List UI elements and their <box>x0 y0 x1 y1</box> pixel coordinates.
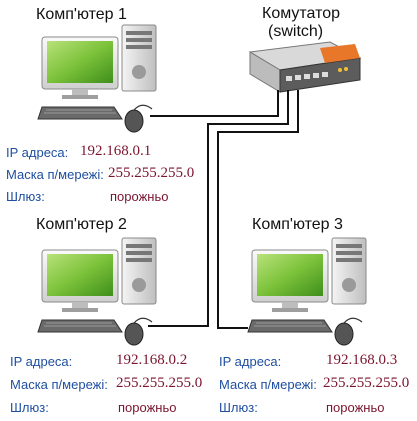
computer-1-gateway-value: порожньо <box>110 189 169 204</box>
computer-1-ip-label: IP адреса: <box>6 145 69 160</box>
computer-1-gateway-label: Шлюз: <box>6 189 45 204</box>
computer-3-gateway-value: порожньо <box>326 400 385 415</box>
computer-3-mask-value: 255.255.255.0 <box>323 375 410 391</box>
computer-2-gateway-value: порожньо <box>118 400 177 415</box>
switch-subtitle: (switch) <box>268 23 324 40</box>
computer-2-icon <box>37 237 157 346</box>
computer-1-icon <box>37 24 157 133</box>
computer-2-ip-value: 192.168.0.2 <box>116 352 188 368</box>
computer-3-gateway-label: Шлюз: <box>219 400 258 415</box>
switch-title: Комутатор <box>262 5 341 22</box>
computer-1-mask-label: Маска п/мережі: <box>6 167 104 182</box>
computer-3-title: Комп'ютер 3 <box>252 216 343 233</box>
cable-computer-2 <box>148 90 289 327</box>
computer-3-ip-label: IP адреса: <box>219 354 282 369</box>
cable-computer-1 <box>150 90 279 117</box>
computer-2-ip-label: IP адреса: <box>10 354 73 369</box>
computer-2-title: Комп'ютер 2 <box>36 216 127 233</box>
computer-3-ip-value: 192.168.0.3 <box>326 352 398 368</box>
computer-2-gateway-label: Шлюз: <box>10 400 49 415</box>
computer-2-mask-label: Маска п/мережі: <box>10 377 108 392</box>
computer-1-mask-value: 255.255.255.0 <box>108 165 195 181</box>
computer-3-icon <box>247 237 367 346</box>
computer-1-title: Комп'ютер 1 <box>36 6 127 23</box>
computer-1-ip-value: 192.168.0.1 <box>80 143 152 159</box>
network-cables <box>148 90 299 329</box>
computer-3-mask-label: Маска п/мережі: <box>219 377 317 392</box>
switch-icon <box>248 41 362 93</box>
cable-computer-3 <box>217 90 299 329</box>
computer-2-mask-value: 255.255.255.0 <box>116 375 203 391</box>
